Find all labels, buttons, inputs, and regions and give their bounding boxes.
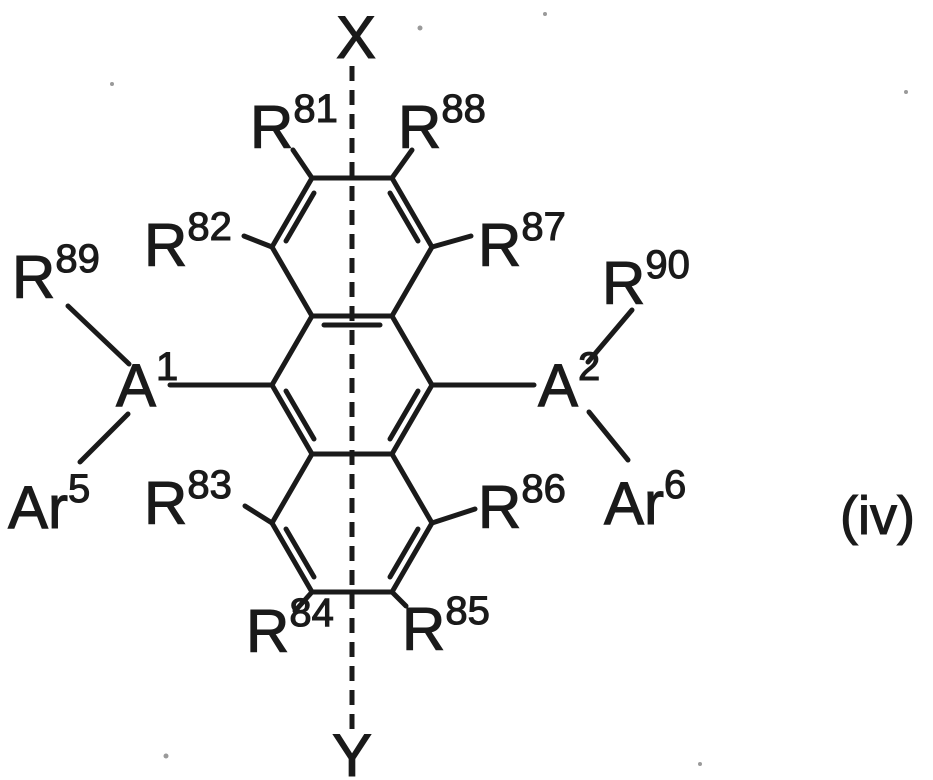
bond-top-lower-left bbox=[269, 244, 315, 319]
scan-speck bbox=[163, 753, 169, 759]
bond-mid-upper-left bbox=[269, 313, 315, 388]
label-R86: R86 bbox=[478, 467, 566, 541]
bond-to-R88 bbox=[389, 147, 415, 181]
scan-speck bbox=[543, 12, 547, 16]
bond-top-upper-right bbox=[389, 175, 435, 250]
bond-to-R83 bbox=[242, 503, 275, 526]
bond-bot-upper-left bbox=[269, 451, 315, 526]
double-bond-inner bbox=[387, 190, 421, 244]
scan-speck bbox=[110, 82, 114, 86]
label-A2: A2 bbox=[538, 345, 600, 419]
label-R90: R90 bbox=[602, 243, 690, 317]
double-bond-inner bbox=[283, 388, 317, 442]
double-bond-inner bbox=[387, 388, 421, 442]
bond-Ar5-to-A1 bbox=[77, 411, 131, 465]
bond-top-lower-right bbox=[389, 244, 435, 319]
label-R89: R89 bbox=[12, 237, 100, 311]
double-bond-inner bbox=[283, 190, 317, 244]
bond-mid-lower-left bbox=[269, 382, 315, 457]
label-R84: R84 bbox=[246, 591, 334, 665]
scan-artifacts bbox=[110, 12, 908, 766]
bond-bot-lower-right bbox=[389, 520, 435, 595]
bond-mid-lower-right bbox=[389, 382, 435, 457]
double-bond-inner bbox=[283, 526, 317, 580]
bond-to-R86 bbox=[429, 506, 478, 526]
label-R81: R81 bbox=[250, 87, 338, 161]
bond-to-R87 bbox=[429, 233, 474, 250]
bond-to-R82 bbox=[241, 233, 275, 250]
label-R83: R83 bbox=[144, 463, 232, 537]
bond-to-R85 bbox=[389, 589, 409, 609]
molecule-labels: X Y R81 R88 R82 R87 R89 R90 A1 A2 Ar5 Ar… bbox=[7, 3, 915, 780]
label-A1: A1 bbox=[116, 345, 178, 419]
bond-Ar6-to-A2 bbox=[586, 409, 631, 463]
double-bond-inner bbox=[387, 526, 421, 580]
bond-to-R84 bbox=[292, 589, 315, 614]
label-Ar5: Ar5 bbox=[8, 467, 90, 541]
scan-speck bbox=[417, 25, 423, 31]
label-R87: R87 bbox=[478, 205, 566, 279]
bond-R89-to-A1 bbox=[65, 303, 132, 367]
label-R85: R85 bbox=[402, 589, 490, 663]
bond-bot-lower-left bbox=[269, 520, 315, 595]
bond-to-R81 bbox=[290, 147, 315, 181]
formula-number: (iv) bbox=[840, 486, 915, 546]
label-R88: R88 bbox=[398, 87, 486, 161]
bond-top-upper-left bbox=[269, 175, 315, 250]
label-R82: R82 bbox=[144, 205, 232, 279]
scan-speck bbox=[904, 90, 908, 94]
axis-label-x: X bbox=[336, 4, 376, 71]
scan-speck bbox=[698, 762, 702, 766]
bond-R90-to-A2 bbox=[585, 307, 635, 365]
axis-label-y: Y bbox=[332, 722, 372, 780]
bond-mid-upper-right bbox=[389, 313, 435, 388]
molecule-bonds bbox=[65, 66, 635, 732]
bond-bot-upper-right bbox=[389, 451, 435, 526]
label-Ar6: Ar6 bbox=[604, 463, 686, 537]
